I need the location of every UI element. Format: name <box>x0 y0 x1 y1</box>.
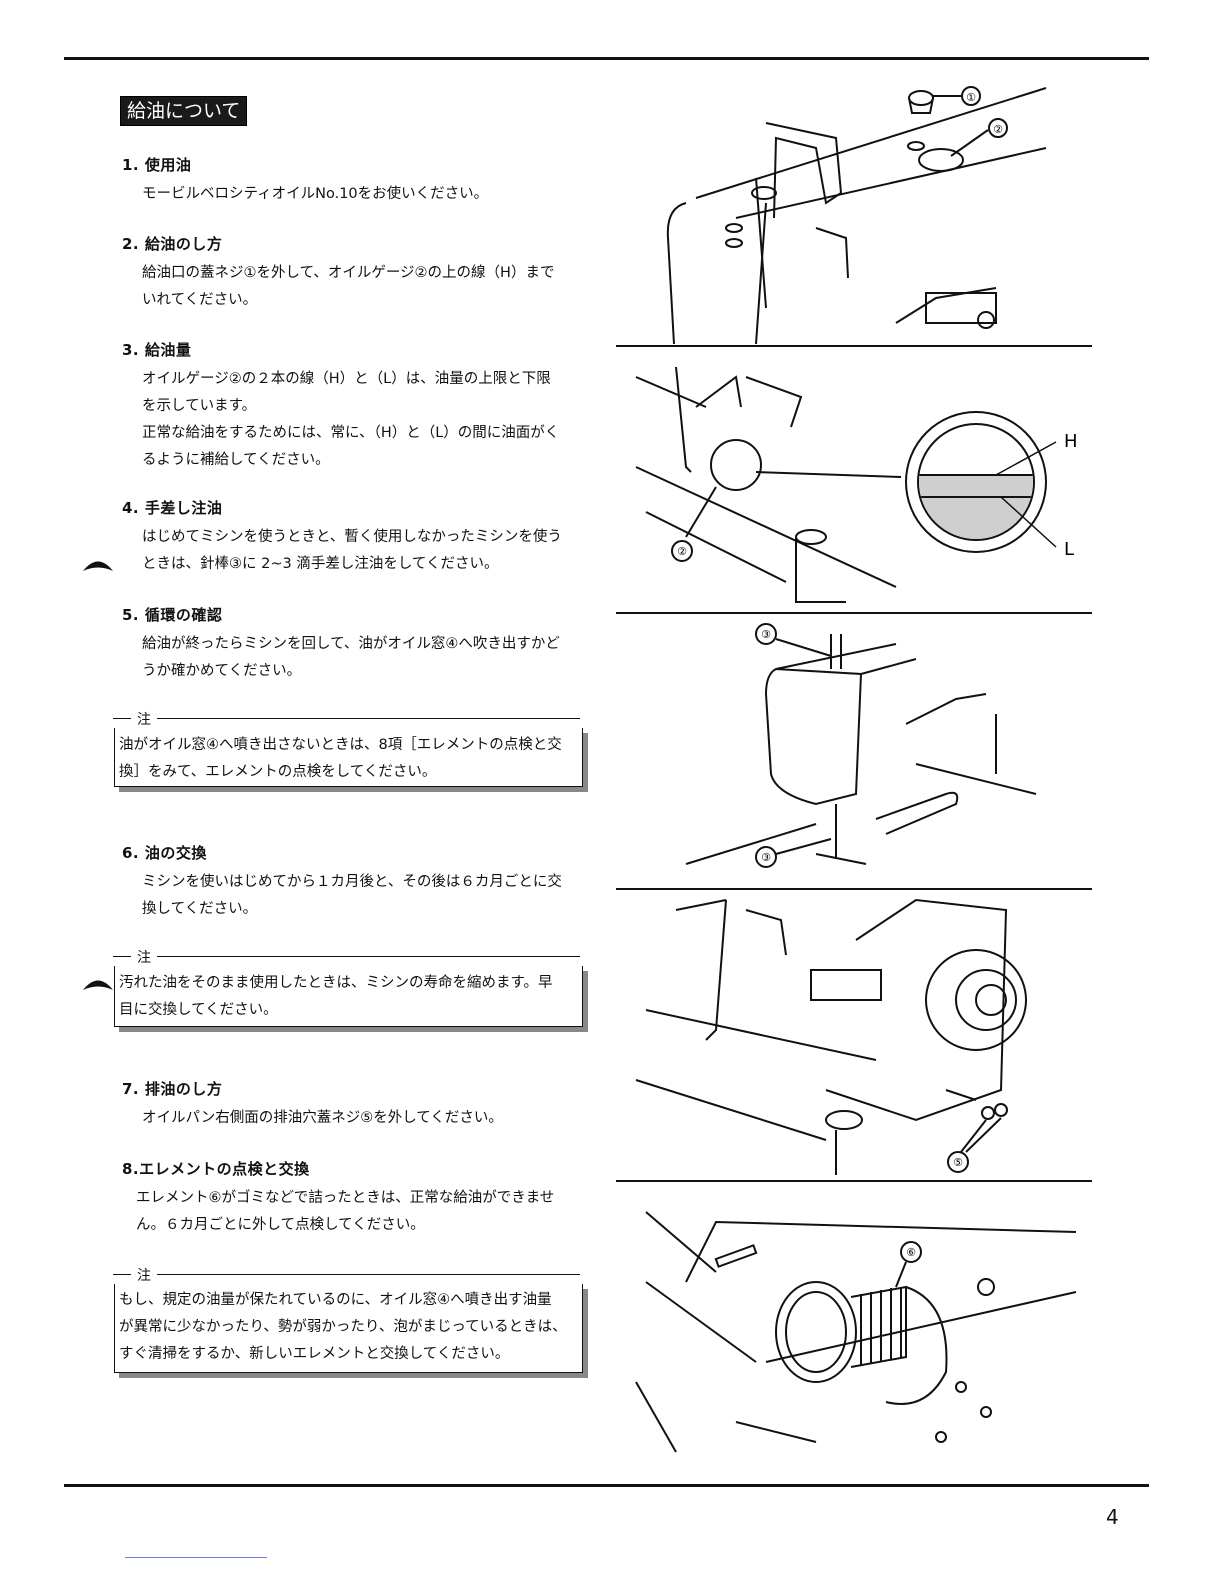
note-body: 汚れた油をそのまま使用したときは、ミシンの寿命を縮めます。早 目に交換してくださ… <box>115 966 582 1028</box>
section-heading: 5. 循環の確認 <box>122 606 223 624</box>
body-line: 給油が終ったらミシンを回して、油がオイル窓④へ吹き出すかど <box>142 636 560 652</box>
note-top-line <box>113 718 580 719</box>
label-h: H <box>1064 431 1078 452</box>
margin-mark-icon <box>83 561 113 571</box>
note-label: 注 <box>131 947 157 967</box>
body-line: ん。６カ月ごとに外して点検してください。 <box>136 1217 425 1233</box>
note-box: 注 もし、規定の油量が保たれているのに、オイル窓④へ噴き出す油量 が異常に少なか… <box>113 1265 583 1373</box>
note-label: 注 <box>131 1265 157 1285</box>
section-6: 6. 油の交換 ミシンを使いはじめてから１カ月後と、その後は６カ月ごとに交 換し… <box>122 842 582 923</box>
callout-5: ⑤ <box>953 1156 963 1169</box>
note-top-line <box>113 956 580 957</box>
callout-1: ① <box>966 91 976 104</box>
callout-6: ⑥ <box>906 1246 916 1259</box>
body-line: エレメント⑥がゴミなどで詰ったときは、正常な給油ができませ <box>136 1190 555 1206</box>
section-body: 給油が終ったらミシンを回して、油がオイル窓④へ吹き出すかど うか確かめてください… <box>142 631 582 685</box>
note-body: 油がオイル窓④へ噴き出さないときは、8項［エレメントの点検と交 換］をみて、エレ… <box>115 728 582 790</box>
section-8: 8.エレメントの点検と交換 エレメント⑥がゴミなどで詰ったときは、正常な給油がで… <box>122 1158 576 1239</box>
figure-divider <box>616 612 1092 614</box>
section-heading: 4. 手差し注油 <box>122 499 223 517</box>
section-heading: 6. 油の交換 <box>122 844 207 862</box>
body-line: 換してください。 <box>142 901 258 917</box>
note-line: が異常に少なかったり、勢が弱かったり、泡がまじっているときは、 <box>119 1319 567 1335</box>
body-line: 正常な給油をするためには、常に、（H）と（L）の間に油面がく <box>142 425 560 441</box>
section-2: 2. 給油のし方 給油口の蓋ネジ①を外して、オイルゲージ②の上の線（H）まで い… <box>122 233 582 314</box>
callout-3: ③ <box>761 851 771 864</box>
footer-link-line <box>125 1557 267 1558</box>
section-heading: 3. 給油量 <box>122 341 192 359</box>
note-line: もし、規定の油量が保たれているのに、オイル窓④へ噴き出す油量 <box>119 1292 552 1308</box>
callout-2: ② <box>677 545 687 558</box>
body-line: ミシンを使いはじめてから１カ月後と、その後は６カ月ごとに交 <box>142 874 562 890</box>
section-body: ミシンを使いはじめてから１カ月後と、その後は６カ月ごとに交 換してください。 <box>142 869 582 923</box>
body-line: を示しています。 <box>142 398 257 414</box>
note-line: 油がオイル窓④へ噴き出さないときは、8項［エレメントの点検と交 <box>119 737 562 753</box>
figure-divider <box>616 1180 1092 1182</box>
section-heading: 7. 排油のし方 <box>122 1080 223 1098</box>
note-box: 注 汚れた油をそのまま使用したときは、ミシンの寿命を縮めます。早 目に交換してく… <box>113 947 583 1028</box>
section-7: 7. 排油のし方 オイルパン右側面の排油穴蓋ネジ⑤を外してください。 <box>122 1078 582 1132</box>
figure-drain-screw: ⑤ <box>635 898 1027 1175</box>
figure-filter-element: ⑥ <box>635 1211 1077 1453</box>
body-line: ときは、針棒③に 2~3 滴手差し注油をしてください。 <box>142 556 499 572</box>
section-1: 1. 使用油 モービルベロシティオイルNo.10をお使いください。 <box>122 154 582 208</box>
section-body: オイルパン右側面の排油穴蓋ネジ⑤を外してください。 <box>142 1105 582 1132</box>
page-number: 4 <box>1106 1505 1119 1529</box>
top-rule <box>64 57 1149 60</box>
bottom-rule <box>64 1484 1149 1487</box>
section-body: はじめてミシンを使うときと、暫く使用しなかったミシンを使う ときは、針棒③に 2… <box>142 524 582 578</box>
note-box: 注 油がオイル窓④へ噴き出さないときは、8項［エレメントの点検と交 換］をみて、… <box>113 709 583 790</box>
section-heading: 1. 使用油 <box>122 156 192 174</box>
body-line: いれてください。 <box>142 292 258 308</box>
body-line: オイルパン右側面の排油穴蓋ネジ⑤を外してください。 <box>142 1110 503 1126</box>
margin-mark-icon <box>83 980 113 990</box>
section-body: エレメント⑥がゴミなどで詰ったときは、正常な給油ができませ ん。６カ月ごとに外し… <box>136 1185 576 1239</box>
section-3: 3. 給油量 オイルゲージ②の２本の線（H）と（L）は、油量の上限と下限 を示し… <box>122 339 582 474</box>
note-line: 汚れた油をそのまま使用したときは、ミシンの寿命を縮めます。早 <box>119 975 553 991</box>
label-l: L <box>1064 539 1074 560</box>
figure-needle-bar: ③ ③ <box>685 623 1037 868</box>
note-body: もし、規定の油量が保たれているのに、オイル窓④へ噴き出す油量 が異常に少なかった… <box>115 1284 582 1372</box>
callout-3: ③ <box>761 628 771 641</box>
figure-divider <box>616 345 1092 347</box>
body-line: るように補給してください。 <box>142 452 330 468</box>
note-top-line <box>113 1274 580 1275</box>
figure-oil-gauge: H L ② <box>635 366 1078 603</box>
section-4: 4. 手差し注油 はじめてミシンを使うときと、暫く使用しなかったミシンを使う と… <box>122 497 582 578</box>
section-5: 5. 循環の確認 給油が終ったらミシンを回して、油がオイル窓④へ吹き出すかど う… <box>122 604 582 685</box>
note-line: 目に交換してください。 <box>119 1002 278 1018</box>
body-line: オイルゲージ②の２本の線（H）と（L）は、油量の上限と下限 <box>142 371 551 387</box>
body-line: 給油口の蓋ネジ①を外して、オイルゲージ②の上の線（H）まで <box>142 265 555 281</box>
section-heading: 8.エレメントの点検と交換 <box>122 1160 310 1178</box>
section-body: オイルゲージ②の２本の線（H）と（L）は、油量の上限と下限 を示しています。 正… <box>142 366 582 474</box>
note-line: すぐ清掃をするか、新しいエレメントと交換してください。 <box>119 1346 510 1362</box>
figure-oil-cap: ① ② <box>666 86 1047 344</box>
section-body: モービルベロシティオイルNo.10をお使いください。 <box>142 181 582 208</box>
page-title: 給油について <box>120 96 248 126</box>
body-line: モービルベロシティオイルNo.10をお使いください。 <box>142 186 489 202</box>
note-label: 注 <box>131 709 157 729</box>
body-line: うか確かめてください。 <box>142 663 302 679</box>
body-line: はじめてミシンを使うときと、暫く使用しなかったミシンを使う <box>142 529 562 545</box>
section-body: 給油口の蓋ネジ①を外して、オイルゲージ②の上の線（H）まで いれてください。 <box>142 260 582 314</box>
note-line: 換］をみて、エレメントの点検をしてください。 <box>119 764 437 780</box>
section-heading: 2. 給油のし方 <box>122 235 223 253</box>
callout-2: ② <box>993 123 1003 136</box>
figure-divider <box>616 888 1092 890</box>
